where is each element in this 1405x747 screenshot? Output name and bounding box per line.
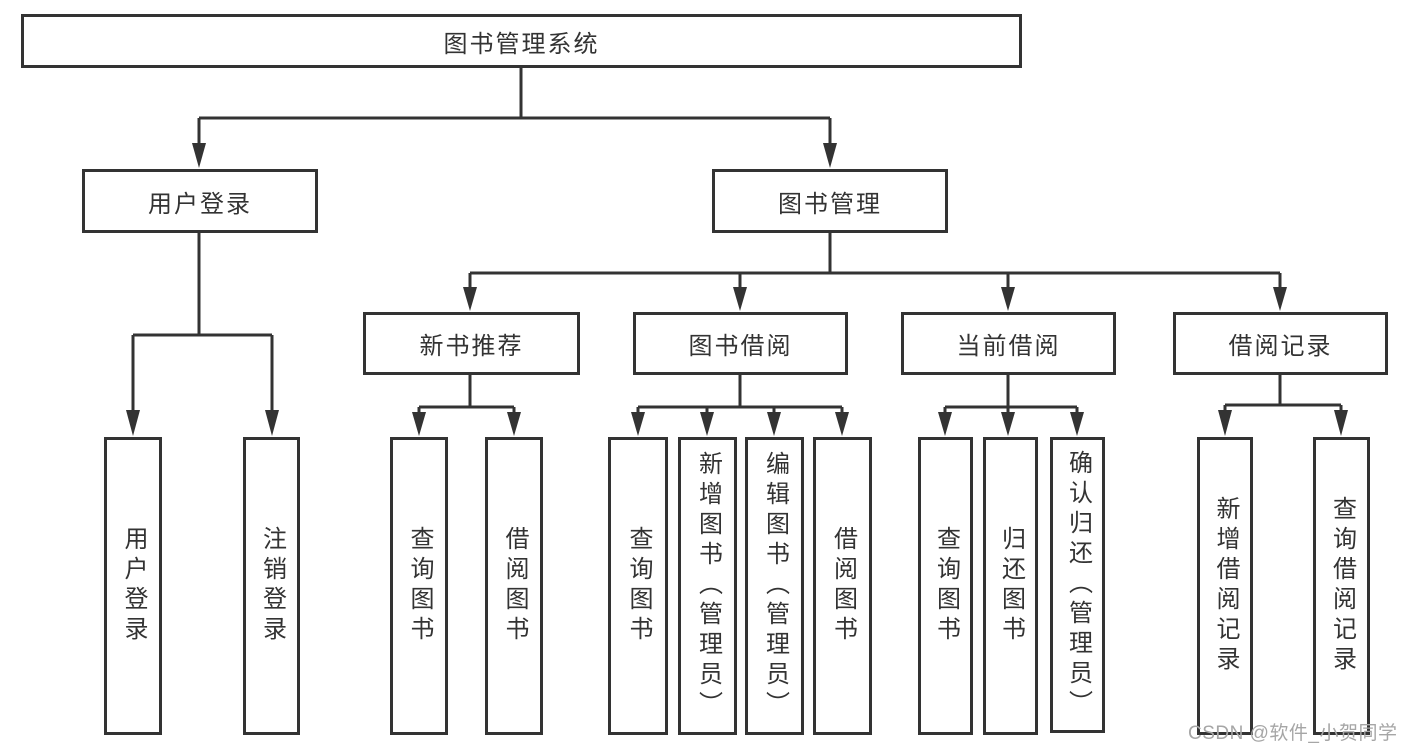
leaf-add-borrow-record: 新增借阅记录 — [1197, 437, 1253, 735]
arrow-down-icon — [1001, 412, 1015, 436]
leaf-edit-books-admin: 编辑图书（管理员） — [745, 437, 804, 735]
node-borrow-records: 借阅记录 — [1173, 312, 1388, 375]
leaf-add-borrow-record-label: 新增借阅记录 — [1212, 496, 1239, 676]
arrow-down-icon — [700, 412, 714, 436]
arrow-down-icon — [412, 412, 426, 436]
connector-user-login-children — [126, 233, 279, 436]
node-new-book-recommend-label: 新书推荐 — [419, 333, 524, 360]
arrow-down-icon — [507, 412, 521, 436]
leaf-return-books-label: 归还图书 — [997, 526, 1025, 646]
node-current-borrow: 当前借阅 — [901, 312, 1116, 375]
leaf-user-login: 用户登录 — [104, 437, 162, 735]
leaf-query-borrow-record-label: 查询借阅记录 — [1328, 496, 1356, 676]
arrow-down-icon — [463, 287, 477, 311]
arrow-down-icon — [938, 412, 952, 436]
arrow-down-icon — [835, 412, 849, 436]
leaf-borrow-books-recommend-label: 借阅图书 — [501, 526, 528, 646]
node-book-borrow: 图书借阅 — [633, 312, 848, 375]
connector-book-management-children — [463, 233, 1287, 311]
connector-book-borrow-children — [631, 375, 849, 436]
leaf-query-books-current: 查询图书 — [918, 437, 973, 735]
leaf-borrow-books-label: 借阅图书 — [829, 526, 857, 646]
arrow-down-icon — [126, 410, 140, 436]
node-book-management-label: 图书管理 — [778, 190, 882, 218]
leaf-query-borrow-record: 查询借阅记录 — [1313, 437, 1370, 735]
arrow-down-icon — [1273, 287, 1287, 311]
arrow-down-icon — [265, 410, 279, 436]
connector-root-to-level2 — [192, 68, 837, 168]
leaf-query-books-recommend-label: 查询图书 — [406, 526, 433, 646]
leaf-user-login-label: 用户登录 — [120, 526, 147, 646]
node-current-borrow-label: 当前借阅 — [956, 333, 1061, 360]
leaf-confirm-return-admin: 确认归还（管理员） — [1050, 437, 1105, 733]
leaf-query-books-current-label: 查询图书 — [932, 526, 960, 646]
node-root: 图书管理系统 — [21, 14, 1022, 68]
connector-current-borrow-children — [938, 375, 1084, 436]
leaf-add-books-admin-label: 新增图书（管理员） — [694, 451, 722, 721]
node-book-management: 图书管理 — [712, 169, 948, 233]
leaf-add-books-admin: 新增图书（管理员） — [678, 437, 737, 735]
leaf-query-books-borrow-label: 查询图书 — [625, 526, 652, 646]
leaf-query-books-borrow: 查询图书 — [608, 437, 668, 735]
node-book-borrow-label: 图书借阅 — [688, 333, 793, 360]
leaf-logout-label: 注销登录 — [258, 526, 286, 646]
connector-borrow-records-children — [1218, 375, 1348, 436]
leaf-edit-books-admin-label: 编辑图书（管理员） — [761, 451, 789, 721]
leaf-logout: 注销登录 — [243, 437, 300, 735]
node-new-book-recommend: 新书推荐 — [363, 312, 580, 375]
node-user-login-label: 用户登录 — [148, 190, 252, 218]
arrow-down-icon — [733, 287, 747, 311]
arrow-down-icon — [192, 143, 206, 168]
leaf-borrow-books-recommend: 借阅图书 — [485, 437, 543, 735]
watermark-text: CSDN @软件_小贺同学 — [1188, 723, 1398, 744]
leaf-return-books: 归还图书 — [983, 437, 1038, 735]
node-borrow-records-label: 借阅记录 — [1228, 333, 1333, 360]
arrow-down-icon — [631, 412, 645, 436]
node-root-label: 图书管理系统 — [443, 30, 600, 58]
arrow-down-icon — [1334, 410, 1348, 436]
arrow-down-icon — [823, 143, 837, 168]
node-user-login: 用户登录 — [82, 169, 318, 233]
leaf-query-books-recommend: 查询图书 — [390, 437, 448, 735]
arrow-down-icon — [1218, 410, 1232, 436]
leaf-confirm-return-admin-label: 确认归还（管理员） — [1064, 450, 1092, 720]
connector-new-book-recommend-children — [412, 375, 521, 436]
arrow-down-icon — [1070, 412, 1084, 436]
leaf-borrow-books: 借阅图书 — [813, 437, 872, 735]
arrow-down-icon — [1001, 287, 1015, 311]
arrow-down-icon — [767, 412, 781, 436]
